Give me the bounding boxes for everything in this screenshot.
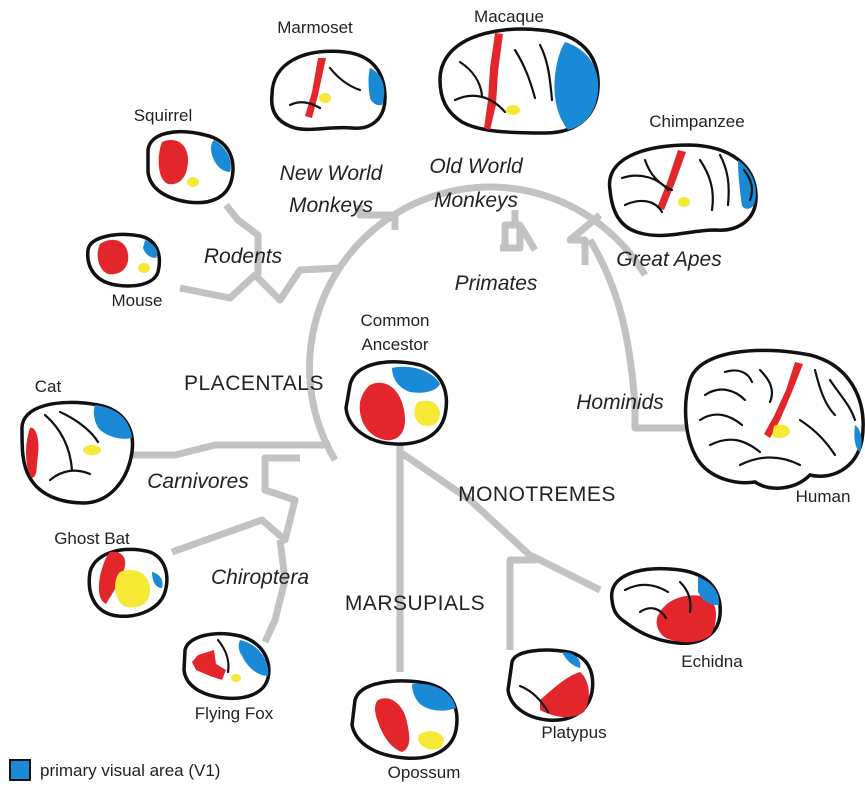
brain-common-ancestor	[346, 362, 446, 444]
brain-human	[686, 350, 864, 488]
label-chimpanzee: Chimpanzee	[649, 112, 744, 131]
label-macaque: Macaque	[474, 7, 544, 26]
label-rodents: Rodents	[204, 245, 283, 268]
label-opossum: Opossum	[388, 763, 461, 782]
branch-great-apes	[570, 215, 600, 265]
brain-cat	[22, 402, 133, 503]
label-echidna: Echidna	[681, 652, 743, 671]
brain-marmoset	[272, 51, 385, 129]
branch-old-world	[505, 210, 515, 245]
label-ghost-bat: Ghost Bat	[54, 529, 130, 548]
label-flying-fox: Flying Fox	[195, 704, 274, 723]
legend-swatch-icon	[10, 760, 30, 780]
branch-flying-fox	[265, 540, 285, 642]
branch-carnivores	[110, 440, 330, 455]
brain-squirrel	[148, 132, 233, 203]
brain-echidna	[612, 569, 721, 644]
label-marsupials: MARSUPIALS	[345, 592, 485, 615]
brain-chimpanzee	[610, 145, 757, 235]
label-new-world-line1: New World	[280, 162, 384, 185]
label-platypus: Platypus	[541, 723, 606, 742]
label-old-world-line1: Old World	[429, 155, 524, 178]
brain-opossum	[352, 681, 457, 758]
label-new-world-line2: Monkeys	[289, 194, 374, 217]
brain-platypus	[508, 650, 593, 720]
legend: primary visual area (V1)	[10, 760, 220, 780]
label-mouse: Mouse	[111, 291, 162, 310]
branch-monotremes	[400, 452, 535, 650]
label-human: Human	[796, 487, 851, 506]
brain-flying-fox	[184, 634, 269, 699]
label-monotremes: MONOTREMES	[458, 483, 616, 506]
legend-label: primary visual area (V1)	[40, 761, 220, 780]
label-common-ancestor-line2: Ancestor	[361, 335, 428, 354]
brain-mouse	[88, 235, 160, 286]
label-cat: Cat	[35, 377, 62, 396]
label-hominids: Hominids	[576, 391, 664, 414]
label-marmoset: Marmoset	[277, 18, 353, 37]
label-chiroptera: Chiroptera	[211, 566, 309, 589]
label-placentals: PLACENTALS	[184, 372, 324, 395]
label-old-world-line2: Monkeys	[434, 189, 519, 212]
branch-echidna	[532, 556, 600, 590]
label-primates: Primates	[455, 272, 538, 295]
brain-macaque	[440, 29, 598, 133]
label-common-ancestor-line1: Common	[361, 311, 430, 330]
label-great-apes: Great Apes	[616, 248, 722, 271]
brain-ghost-bat	[89, 549, 167, 616]
label-squirrel: Squirrel	[134, 106, 193, 125]
label-carnivores: Carnivores	[147, 470, 249, 493]
